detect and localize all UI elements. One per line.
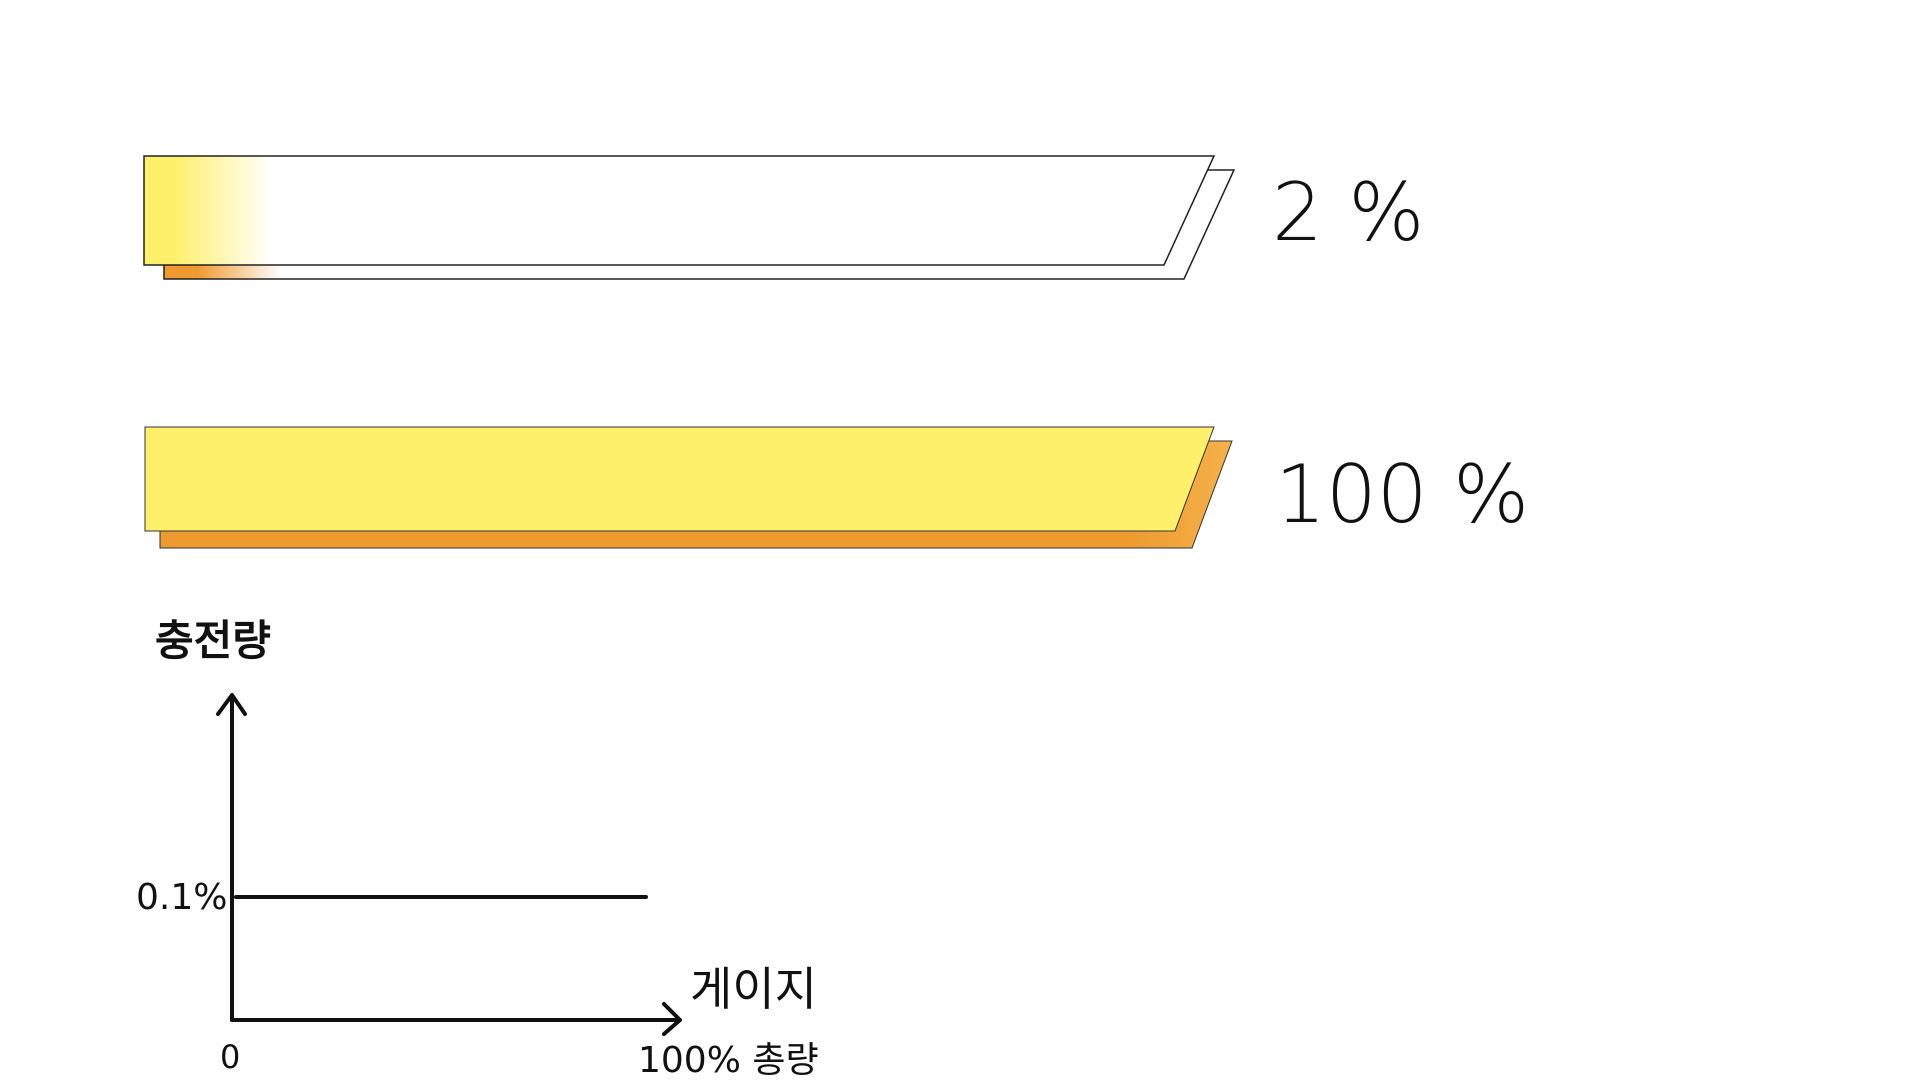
gauge-front-shape [143, 155, 1216, 266]
y-axis-label: 충전량 [155, 616, 271, 665]
gauge-100-percent: 100 % [144, 426, 1529, 549]
gauge-percent-label: 100 % [1275, 448, 1529, 541]
gauge-percent-label: 2 % [1272, 166, 1424, 259]
x-axis-label: 게이지 [690, 962, 817, 1016]
origin-label: 0 [220, 1038, 240, 1076]
x-axis-arrow-head [662, 1002, 682, 1036]
charge-graph [216, 693, 682, 1036]
y-axis-arrow-head [216, 693, 247, 716]
gauge-front-shape [144, 426, 1215, 532]
gauge-2-percent: 2 % [143, 155, 1424, 280]
x-end-label: 100% 총량 [638, 1040, 819, 1080]
y-tick-label: 0.1% [136, 877, 227, 918]
